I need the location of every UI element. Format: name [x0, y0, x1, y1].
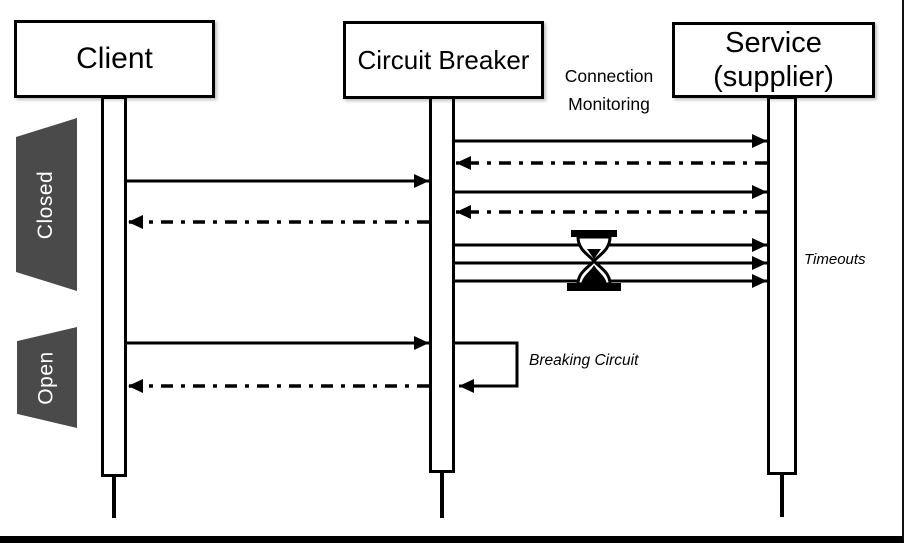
messages-group [127, 134, 767, 393]
lifeline-tail-client [112, 477, 116, 518]
actor-label-service: Service (supplier) [713, 27, 834, 93]
activation-bar-circuit-breaker [429, 96, 455, 473]
actor-label-client: Client [76, 42, 153, 75]
lifeline-tail-circuit-breaker [440, 473, 444, 518]
annotation-breaking-circuit: Breaking Circuit [529, 352, 639, 369]
annotation-connection-monitoring: Connection Monitoring [564, 66, 654, 114]
actor-label-circuit-breaker: Circuit Breaker [357, 44, 530, 75]
message-arrow-circuit_breaker-to-circuit_breaker [455, 341, 519, 393]
activation-bar-service [767, 96, 797, 475]
actor-box-circuit-breaker: Circuit Breaker [343, 21, 544, 99]
state-band-closed: Closed [16, 118, 77, 291]
actor-box-service: Service (supplier) [672, 22, 875, 98]
hourglass-icon [567, 230, 621, 291]
lifeline-tail-service [780, 475, 784, 517]
actor-box-client: Client [14, 20, 215, 98]
activation-bar-client [101, 96, 127, 477]
state-band-open: Open [17, 327, 77, 428]
annotation-timeouts: Timeouts [804, 251, 866, 268]
